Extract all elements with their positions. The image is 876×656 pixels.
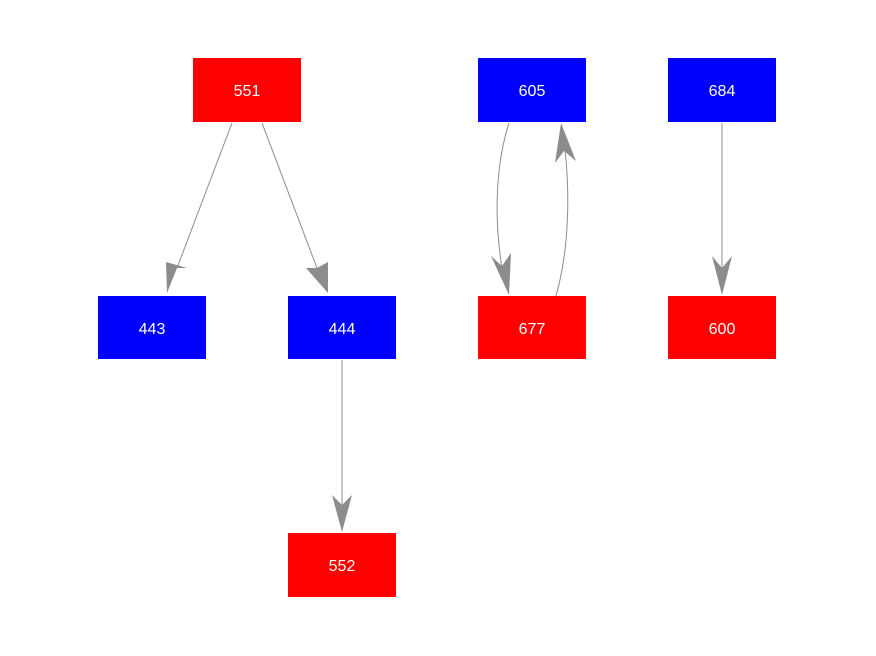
- node-label: 600: [709, 321, 736, 338]
- nodes: 551 605 684 443 444 677 600 552: [98, 58, 776, 597]
- node-box: [193, 58, 301, 122]
- node-443[interactable]: 443: [98, 296, 206, 359]
- node-label: 684: [709, 83, 736, 100]
- node-551[interactable]: 551: [193, 58, 301, 122]
- arrowhead-icon: [491, 253, 511, 295]
- node-444[interactable]: 444: [288, 296, 396, 359]
- arrowhead-icon: [166, 262, 187, 293]
- edge-444-552: [332, 360, 352, 532]
- node-label: 443: [139, 321, 166, 338]
- edges: [166, 122, 732, 532]
- edge-684-600: [712, 123, 732, 295]
- node-box: [98, 296, 206, 359]
- node-box: [668, 296, 776, 359]
- arrowhead-icon: [306, 262, 328, 293]
- arrowhead-icon: [332, 495, 352, 532]
- node-label: 552: [329, 558, 356, 575]
- node-box: [668, 58, 776, 122]
- node-box: [478, 58, 586, 122]
- node-552[interactable]: 552: [288, 533, 396, 597]
- node-605[interactable]: 605: [478, 58, 586, 122]
- node-box: [288, 533, 396, 597]
- node-box: [478, 296, 586, 359]
- edge-551-444: [261, 122, 328, 293]
- edge-551-443: [166, 122, 233, 293]
- edge-677-605: [555, 123, 576, 297]
- node-600[interactable]: 600: [668, 296, 776, 359]
- node-label: 444: [329, 321, 356, 338]
- edge-605-677: [491, 122, 511, 295]
- arrowhead-icon: [555, 123, 576, 163]
- node-677[interactable]: 677: [478, 296, 586, 359]
- node-label: 551: [234, 83, 261, 100]
- node-label: 677: [519, 321, 546, 338]
- node-label: 605: [519, 83, 546, 100]
- arrowhead-icon: [712, 256, 732, 295]
- node-box: [288, 296, 396, 359]
- node-684[interactable]: 684: [668, 58, 776, 122]
